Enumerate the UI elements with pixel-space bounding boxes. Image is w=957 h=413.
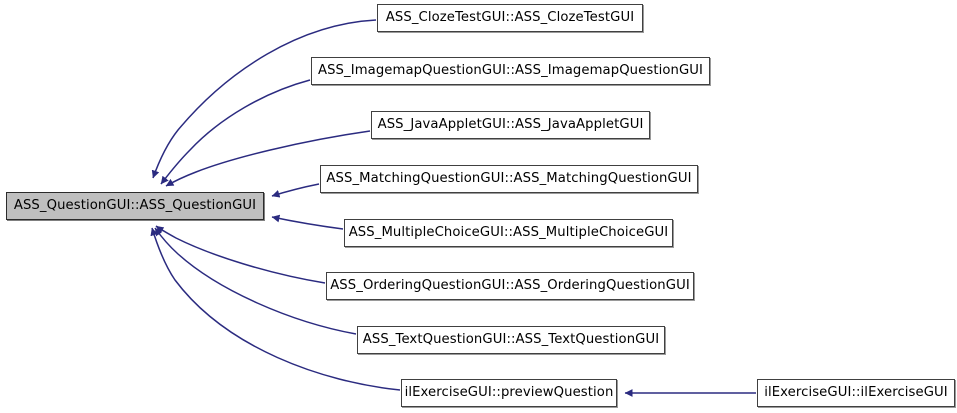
node-label: ASS_ClozeTestGUI::ASS_ClozeTestGUI: [385, 10, 635, 26]
edge-orderingquestiongui: [155, 225, 326, 284]
edge-matchingquestiongui: [271, 183, 320, 198]
node-label: ASS_TextQuestionGUI::ASS_TextQuestionGUI: [362, 332, 660, 348]
node-ass-clozetestgui[interactable]: ASS_ClozeTestGUI::ASS_ClozeTestGUI: [377, 4, 643, 32]
node-label: ASS_OrderingQuestionGUI::ASS_OrderingQue…: [330, 278, 690, 294]
node-ass-questiongui[interactable]: ASS_QuestionGUI::ASS_QuestionGUI: [6, 192, 264, 220]
node-ilexercisegui-previewquestion[interactable]: ilExerciseGUI::previewQuestion: [401, 379, 617, 407]
node-ass-orderingquestiongui[interactable]: ASS_OrderingQuestionGUI::ASS_OrderingQue…: [326, 272, 694, 300]
node-ass-imagemapquestiongui[interactable]: ASS_ImagemapQuestionGUI::ASS_ImagemapQue…: [311, 57, 710, 85]
node-label: ASS_QuestionGUI::ASS_QuestionGUI: [13, 198, 257, 214]
edge-clozetestgui: [151, 19, 377, 179]
node-ass-javaappletgui[interactable]: ASS_JavaAppletGUI::ASS_JavaAppletGUI: [371, 111, 650, 139]
node-ass-matchingquestiongui[interactable]: ASS_MatchingQuestionGUI::ASS_MatchingQue…: [320, 165, 698, 193]
edge-multiplechoicegui: [271, 214, 344, 230]
node-ass-multiplechoicegui[interactable]: ASS_MultipleChoiceGUI::ASS_MultipleChoic…: [344, 219, 673, 247]
node-label: ilExerciseGUI::ilExerciseGUI: [764, 385, 948, 401]
node-ilexercisegui-ilexercisegui[interactable]: ilExerciseGUI::ilExerciseGUI: [757, 379, 955, 407]
node-ass-textquestiongui[interactable]: ASS_TextQuestionGUI::ASS_TextQuestionGUI: [357, 326, 665, 354]
node-label: ASS_MatchingQuestionGUI::ASS_MatchingQue…: [326, 171, 692, 187]
node-label: ASS_ImagemapQuestionGUI::ASS_ImagemapQue…: [317, 63, 704, 79]
edge-textquestiongui: [154, 227, 357, 335]
node-label: ASS_JavaAppletGUI::ASS_JavaAppletGUI: [377, 117, 644, 133]
edge-imagemapquestiongui: [160, 79, 311, 185]
edge-javaappletgui: [165, 130, 371, 187]
edge-previewquestion: [150, 227, 401, 391]
node-label: ASS_MultipleChoiceGUI::ASS_MultipleChoic…: [348, 225, 669, 241]
node-label: ilExerciseGUI::previewQuestion: [404, 385, 614, 401]
